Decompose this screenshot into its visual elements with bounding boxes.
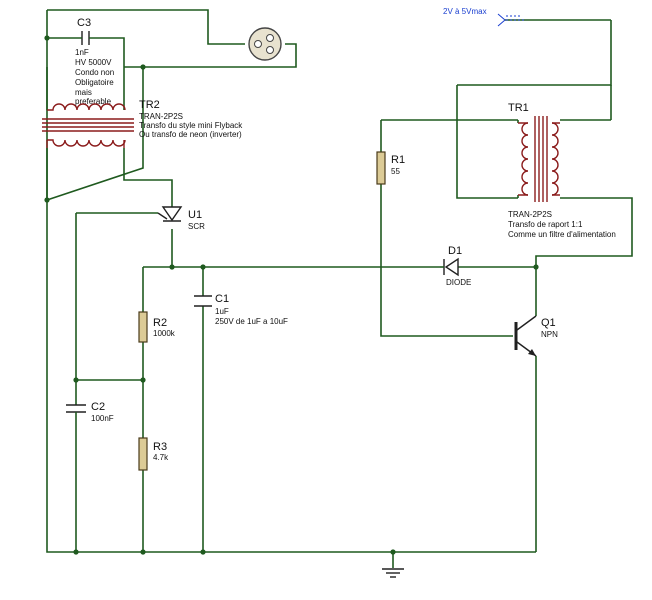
resistor-r3[interactable] <box>138 437 148 471</box>
q1-value: NPN <box>541 330 558 339</box>
junction-dot <box>44 35 50 41</box>
diode-d1[interactable] <box>440 257 459 277</box>
r2-ref: R2 <box>153 317 167 329</box>
c3-line-5: mais <box>75 88 92 97</box>
tr2-ref: TR2 <box>139 99 160 111</box>
c3-line-3: Condo non <box>75 68 114 77</box>
junction-dot <box>533 264 539 270</box>
r2-value: 1000k <box>153 329 176 338</box>
c3-line-4: Obligatoire <box>75 78 114 87</box>
resistor-r1[interactable] <box>376 151 386 185</box>
junction-dot <box>73 377 79 383</box>
junction-dot <box>200 549 206 555</box>
q1-ref: Q1 <box>541 317 556 329</box>
resistor-r2[interactable] <box>138 311 148 343</box>
junction-dot <box>44 197 50 203</box>
junction-dot <box>200 264 206 270</box>
transformer-tr1[interactable] <box>518 116 560 202</box>
c3-line-6: preferable <box>75 97 112 106</box>
tr2-line-1: TRAN-2P2S <box>139 112 183 121</box>
tr1-line-2: Transfo de raport 1:1 <box>508 220 583 229</box>
capacitor-c1[interactable] <box>194 295 212 307</box>
junctions <box>44 35 539 555</box>
junction-dot <box>140 549 146 555</box>
scr-u1[interactable] <box>157 206 183 222</box>
c1-line-1: 1uF <box>215 307 229 316</box>
u1-ref: U1 <box>188 209 202 221</box>
d1-ref: D1 <box>448 245 462 257</box>
transistor-q1[interactable] <box>514 315 537 357</box>
transformer-tr2[interactable] <box>42 103 134 148</box>
tr1-line-3: Comme un filtre d'alimentation <box>508 230 616 239</box>
ground-icon <box>382 568 404 578</box>
capacitor-c3[interactable] <box>76 31 95 45</box>
probe-label: 2V à 5Vmax <box>443 7 487 16</box>
junction-dot <box>169 264 175 270</box>
tr2-line-2: Transfo du style mini Flyback <box>139 121 243 130</box>
tr2-line-3: Ou transfo de neon (inverter) <box>139 130 242 139</box>
probe-icon[interactable] <box>497 13 524 27</box>
tr1-line-1: TRAN-2P2S <box>508 210 552 219</box>
u1-value: SCR <box>188 222 205 231</box>
r3-ref: R3 <box>153 441 167 453</box>
c2-ref: C2 <box>91 401 105 413</box>
c3-line-2: HV 5000V <box>75 58 112 67</box>
c1-ref: C1 <box>215 293 229 305</box>
r3-value: 4.7k <box>153 453 169 462</box>
junction-dot <box>140 64 146 70</box>
junction-dot <box>73 549 79 555</box>
r1-value: 55 <box>391 167 400 176</box>
r1-ref: R1 <box>391 154 405 166</box>
c3-ref: C3 <box>77 17 91 29</box>
capacitor-c2[interactable] <box>66 404 86 420</box>
c2-value: 100nF <box>91 414 114 423</box>
c1-line-2: 250V de 1uF a 10uF <box>215 317 288 326</box>
wires <box>46 9 633 568</box>
lamp-icon[interactable] <box>248 27 282 61</box>
junction-dot <box>140 377 146 383</box>
c3-line-1: 1nF <box>75 48 89 57</box>
tr1-ref: TR1 <box>508 102 529 114</box>
d1-value: DIODE <box>446 278 471 287</box>
junction-dot <box>390 549 396 555</box>
